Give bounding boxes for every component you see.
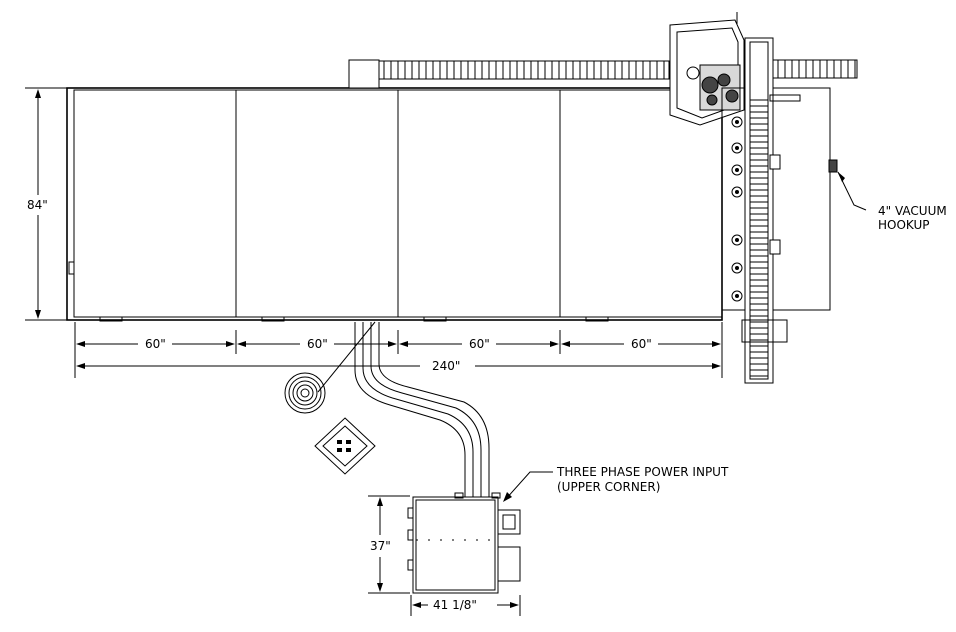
label-cabinet-width: 41 1/8" [433, 598, 477, 612]
dimension-sections [74, 322, 723, 378]
label-total-length: 240" [432, 359, 460, 373]
gantry-carriage [669, 12, 745, 126]
label-cabinet-height: 37" [370, 539, 391, 553]
label-vacuum-line1: 4" VACUUM [878, 204, 947, 218]
label-section-2: 60" [307, 337, 328, 351]
coiled-cable [284, 372, 326, 414]
label-height-84: 84" [27, 198, 48, 212]
router-table [66, 87, 723, 322]
label-power-line1: THREE PHASE POWER INPUT [556, 465, 729, 479]
power-input-leader [503, 471, 553, 502]
label-section-4: 60" [631, 337, 652, 351]
label-vacuum-line2: HOOKUP [878, 218, 929, 232]
dimension-cabinet [368, 495, 521, 616]
vacuum-hookup [828, 159, 867, 211]
label-section-1: 60" [145, 337, 166, 351]
cable-track [348, 59, 858, 89]
label-section-3: 60" [469, 337, 490, 351]
dimension-height [25, 87, 67, 321]
gantry-side-rail [721, 37, 831, 384]
pump-cabinet [407, 492, 521, 594]
label-power-line2: (UPPER CORNER) [557, 480, 660, 494]
pendant-controller [314, 417, 376, 475]
hose-bundle [317, 321, 490, 500]
